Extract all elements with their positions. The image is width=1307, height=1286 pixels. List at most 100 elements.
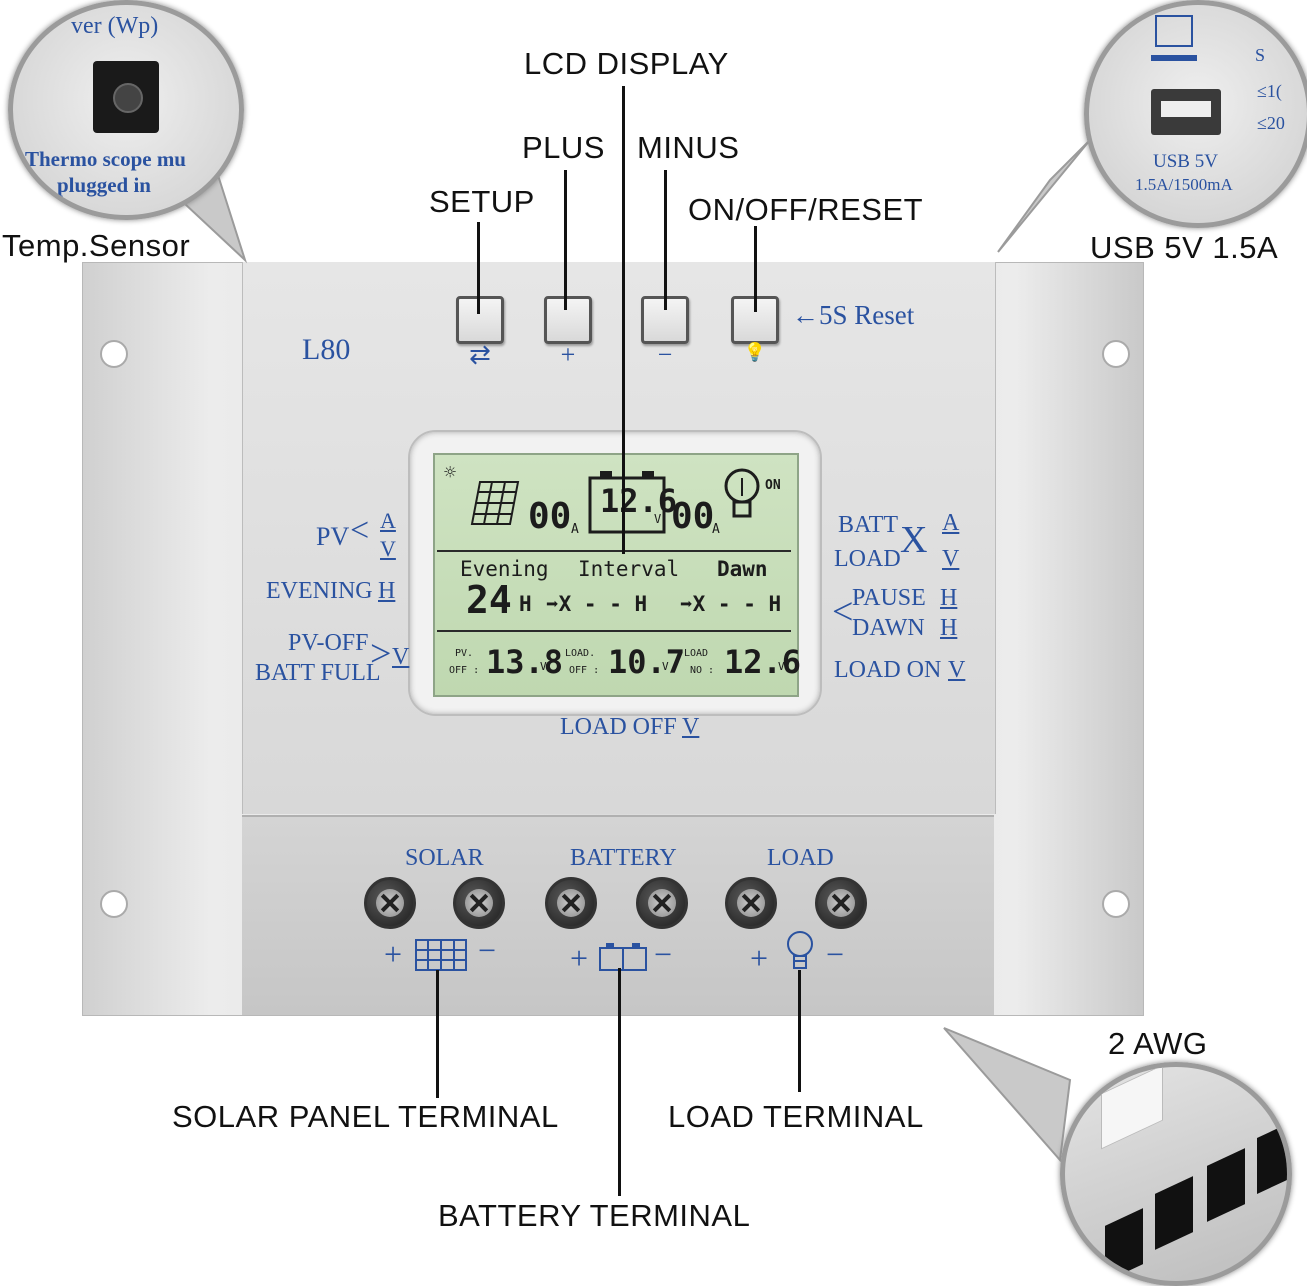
pv-off-bracket: > (370, 633, 392, 675)
awg-inset-pointer (943, 1027, 1072, 1163)
setup-callout: SETUP (429, 184, 535, 219)
solar-terminal-leader (436, 970, 439, 1098)
lcd-pv-off-value: 13.8 (486, 643, 564, 681)
battery-plus-symbol: + (570, 940, 589, 976)
mount-hole (1102, 340, 1130, 368)
inset-plugged-text: plugged in (57, 173, 151, 197)
load-on-unit: V (948, 657, 966, 683)
bulb-icon (787, 931, 813, 969)
load-minus-symbol: − (826, 936, 845, 972)
terminal-clamp (1101, 1067, 1163, 1150)
load-plus-symbol: + (750, 940, 769, 976)
battery-icon (588, 471, 666, 534)
solar-positive-screw[interactable] (364, 877, 416, 929)
on-off-reset-callout: ON/OFF/RESET (688, 192, 924, 227)
pv-off-label: PV-OFF (288, 630, 369, 656)
temp-sensor-callout: Temp.Sensor (2, 228, 191, 263)
load-off-label: LOAD OFF (560, 714, 677, 740)
load-terminal-label: LOAD (767, 845, 834, 871)
solar-panel-icon (415, 939, 467, 971)
wire-slot (1257, 1124, 1287, 1194)
load-negative-screw[interactable] (815, 877, 867, 929)
lcd-divider (437, 550, 791, 552)
battery-terminal-callout: BATTERY TERMINAL (438, 1198, 751, 1233)
minus-icon: − (657, 340, 673, 369)
dawn-label: DAWN (852, 615, 925, 641)
lcd-dawn-value: ➡X - - H (680, 592, 782, 616)
plus-icon: + (560, 340, 576, 369)
solar-negative-screw[interactable] (453, 877, 505, 929)
on-indicator: ON (765, 478, 781, 493)
lcd-divider (437, 630, 791, 632)
battery-voltage-unit: V (654, 512, 662, 526)
no-dispose-icon (1155, 15, 1193, 47)
pause-dawn-bracket: < (832, 591, 854, 633)
pv-bracket: < (350, 512, 370, 549)
usb-label: USB 5V (1153, 151, 1218, 172)
evening-label: EVENING (266, 578, 373, 604)
solar-plus-symbol: + (384, 936, 403, 972)
lcd-display-leader (622, 86, 625, 554)
plus-button[interactable] (544, 296, 592, 344)
minus-leader (664, 170, 667, 310)
solar-minus-symbol: − (478, 932, 497, 968)
load-on-label: LOAD ON (834, 657, 942, 683)
pv-v-unit: V (380, 536, 396, 561)
setup-button[interactable] (456, 296, 504, 344)
battery-negative-screw[interactable] (636, 877, 688, 929)
wire-slot (1207, 1148, 1245, 1222)
dawn-unit: H (940, 615, 958, 641)
bulb-icon (724, 468, 760, 518)
battery-terminal-label: BATTERY (570, 845, 677, 871)
batt-full-label: BATT FULL (255, 660, 381, 686)
lcd-screen (433, 453, 799, 697)
load-current-value: 00 (671, 496, 715, 537)
load-current-unit: A (712, 522, 720, 537)
no-dispose-bar (1151, 55, 1197, 61)
battery-minus-symbol: − (654, 936, 673, 972)
lcd-load-on-label: LOAD (684, 648, 709, 659)
lcd-evening-unit: H (519, 592, 532, 616)
battery-icon (599, 943, 647, 971)
pv-off-unit: V (392, 644, 410, 670)
wire-gauge-inset (1060, 1062, 1292, 1286)
load-off-unit: V (682, 714, 700, 740)
pause-label: PAUSE (852, 585, 926, 611)
batt-load-cross: X (900, 519, 928, 561)
usb-side-text: S (1255, 45, 1266, 65)
lcd-pv-off-label: OFF : (449, 665, 480, 676)
battery-positive-screw[interactable] (545, 877, 597, 929)
batt-label: BATT (838, 512, 898, 538)
lcd-load-off-value: 10.7 (608, 643, 686, 681)
inset-wp-text: ver (Wp) (71, 13, 159, 39)
reset-hint: ←5S Reset (792, 300, 915, 330)
mount-hole (100, 340, 128, 368)
lcd-interval-value: ➡X - - H (546, 592, 648, 616)
inset-thermo-text: Thermo scope mu (25, 147, 186, 171)
lcd-display-callout: LCD DISPLAY (524, 46, 729, 81)
load-positive-screw[interactable] (725, 877, 777, 929)
pv-label: PV (316, 522, 350, 551)
pv-current-unit: A (571, 522, 579, 537)
bulb-icon: 💡 (743, 342, 767, 362)
solar-panel-icon (470, 481, 520, 525)
usb-side-text: ≤1( (1257, 81, 1282, 101)
load-terminal-callout: LOAD TERMINAL (668, 1099, 924, 1134)
mount-hole (1102, 890, 1130, 918)
solar-panel-terminal-callout: SOLAR PANEL TERMINAL (172, 1099, 559, 1134)
usb-rating: 1.5A/1500mA (1135, 175, 1233, 194)
evening-unit: H (378, 578, 396, 604)
lcd-load-off-label: OFF : (569, 665, 600, 676)
lcd-pv-off-unit: V (540, 660, 547, 673)
wire-slot (1155, 1176, 1193, 1250)
solar-terminal-label: SOLAR (405, 845, 484, 871)
sun-icon: ☼ (444, 460, 457, 484)
lcd-interval-label: Interval (578, 557, 680, 581)
mount-hole (100, 890, 128, 918)
temp-sensor-inset: ver (Wp) Thermo scope mu plugged in (8, 0, 244, 220)
lcd-load-on-value: 12.6 (724, 643, 802, 681)
swap-icon: ⇄ (469, 340, 491, 369)
usb-port[interactable] (1151, 89, 1221, 135)
lcd-pv-off-label: PV. (455, 648, 474, 659)
awg-callout: 2 AWG (1108, 1026, 1208, 1061)
